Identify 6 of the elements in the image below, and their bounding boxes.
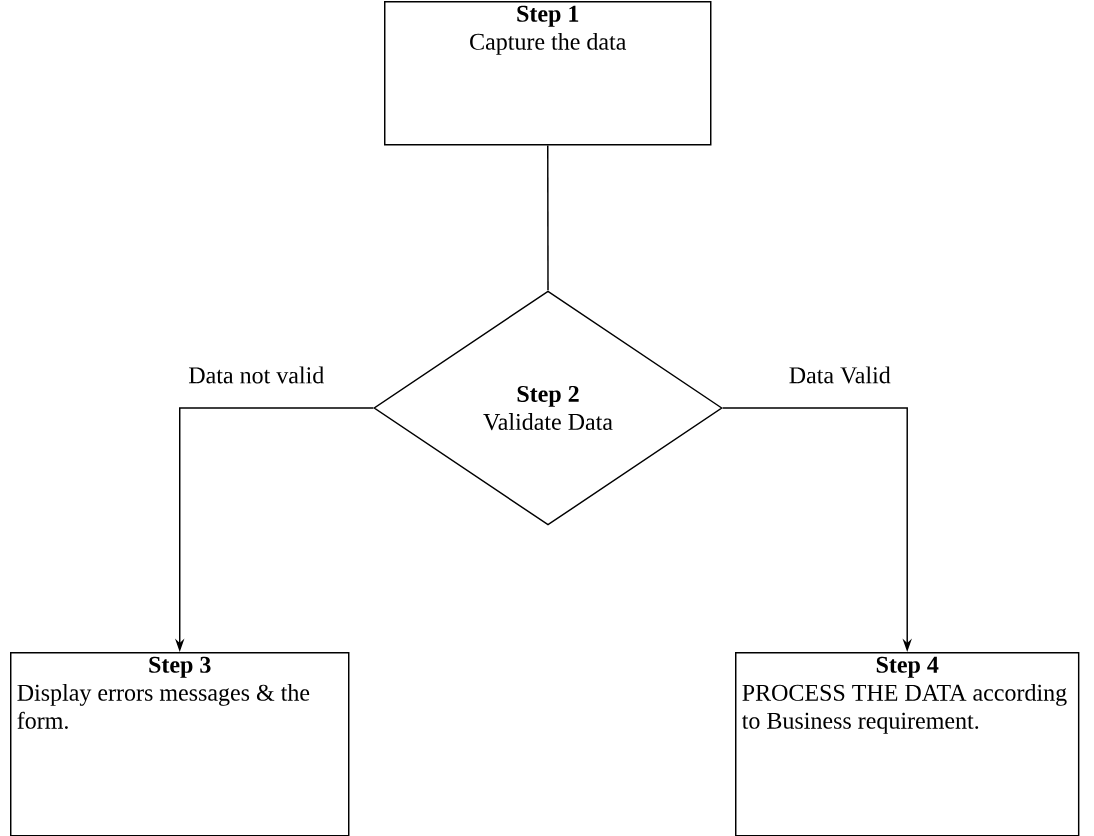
process-box: Step 3 Display errors messages & the form. (10, 652, 350, 836)
process-box: Step 1 Capture the data (384, 1, 712, 146)
edge-label: Data Valid (787, 365, 893, 385)
edge-label: Data not valid (186, 365, 326, 385)
process-box: Step 4 PROCESS THE DATA according to Business requirement. (735, 652, 1080, 836)
connector-line (547, 144, 549, 291)
